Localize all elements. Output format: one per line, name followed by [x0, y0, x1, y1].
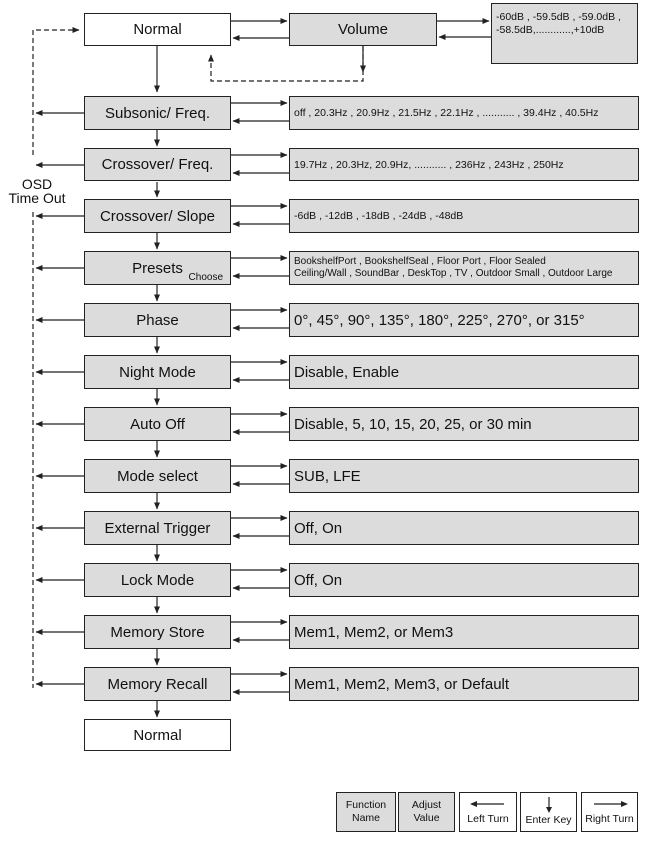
normal-start-box: Normal [84, 13, 231, 46]
volume-label: Volume [337, 21, 389, 38]
osd-timeout-label: OSD Time Out [8, 176, 66, 206]
legend-function-name: Function Name [336, 792, 396, 832]
normal-end-box: Normal [84, 719, 231, 751]
fn-crossover-freq-label: Crossover/ Freq. [101, 156, 214, 173]
legend-left-turn: Left Turn [459, 792, 517, 832]
normal-start-label: Normal [133, 21, 182, 38]
val-crossover-freq: 19.7Hz , 20.3Hz, 20.9Hz, ........... , 2… [289, 148, 639, 181]
fn-auto-off: Auto Off [84, 407, 231, 441]
normal-end-label: Normal [133, 726, 182, 744]
fn-phase: Phase [84, 303, 231, 337]
fn-mode-select: Mode select [84, 459, 231, 493]
val-lock-mode: Off, On [289, 563, 639, 597]
down-arrow-icon [545, 797, 552, 813]
legend-enter-key: Enter Key [520, 792, 577, 832]
fn-night-mode: Night Mode [84, 355, 231, 389]
fn-presets: Presets Choose [84, 251, 231, 285]
volume-box: Volume [289, 13, 437, 46]
val-external-trigger: Off, On [289, 511, 639, 545]
volume-values-line-1: -60dB , -59.5dB , -59.0dB , [496, 11, 621, 23]
fn-presets-sublabel: Choose [188, 272, 223, 283]
fn-memory-store-label: Memory Store [110, 623, 205, 641]
val-auto-off: Disable, 5, 10, 15, 20, 25, or 30 min [289, 407, 639, 441]
fn-night-mode-label: Night Mode [119, 363, 196, 381]
fn-crossover-freq: Crossover/ Freq. [84, 148, 231, 181]
legend-adjust-value: Adjust Value [398, 792, 455, 832]
volume-values-box: -60dB , -59.5dB , -59.0dB , -58.5dB,....… [491, 3, 638, 64]
val-night-mode: Disable, Enable [289, 355, 639, 389]
fn-lock-mode: Lock Mode [84, 563, 231, 597]
val-mode-select: SUB, LFE [289, 459, 639, 493]
fn-memory-store: Memory Store [84, 615, 231, 649]
fn-memory-recall: Memory Recall [84, 667, 231, 701]
fn-phase-label: Phase [136, 311, 179, 329]
fn-memory-recall-label: Memory Recall [107, 675, 208, 693]
fn-mode-select-label: Mode select [117, 467, 198, 485]
fn-auto-off-label: Auto Off [130, 415, 185, 433]
fn-presets-label: Presets [132, 259, 183, 277]
fn-crossover-slope: Crossover/ Slope [84, 199, 231, 233]
fn-subsonic-freq-label: Subsonic/ Freq. [104, 104, 211, 122]
fn-external-trigger: External Trigger [84, 511, 231, 545]
fn-external-trigger-label: External Trigger [104, 519, 211, 537]
val-phase: 0°, 45°, 90°, 135°, 180°, 225°, 270°, or… [289, 303, 639, 337]
volume-values-line-2: -58.5dB,............,+10dB [496, 24, 605, 36]
fn-crossover-slope-label: Crossover/ Slope [99, 207, 216, 225]
left-arrow-icon [470, 800, 504, 807]
fn-subsonic-freq: Subsonic/ Freq. [84, 96, 231, 130]
val-subsonic-freq: off , 20.3Hz , 20.9Hz , 21.5Hz , 22.1Hz … [289, 96, 639, 130]
fn-lock-mode-label: Lock Mode [120, 571, 195, 589]
val-crossover-slope: -6dB , -12dB , -18dB , -24dB , -48dB [289, 199, 639, 233]
val-memory-recall: Mem1, Mem2, Mem3, or Default [289, 667, 639, 701]
val-memory-store: Mem1, Mem2, or Mem3 [289, 615, 639, 649]
legend-right-turn: Right Turn [581, 792, 638, 832]
right-arrow-icon [593, 800, 628, 807]
val-presets: BookshelfPort , BookshelfSeal , Floor Po… [289, 251, 639, 285]
